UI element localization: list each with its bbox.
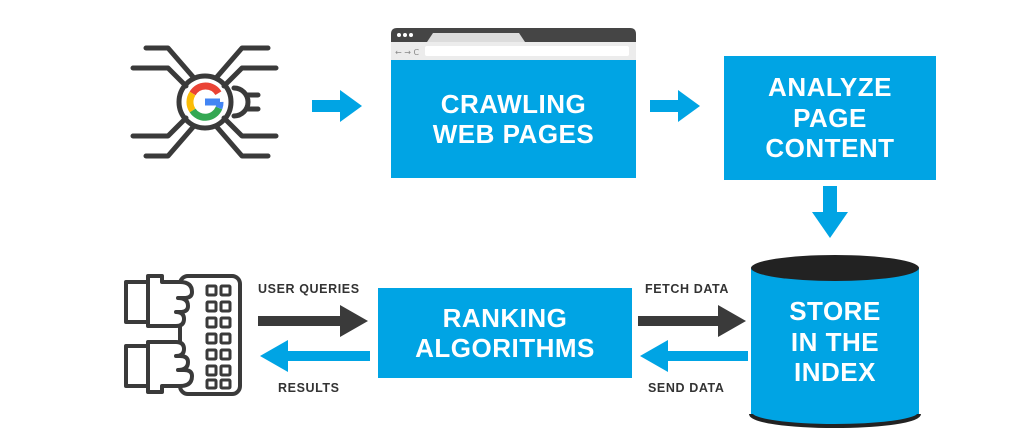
node-label: IN THE (790, 326, 880, 357)
edge-label-user-queries: USER QUERIES (258, 282, 360, 296)
edge-label-send-data: SEND DATA (648, 381, 725, 395)
node-label: INDEX (794, 357, 876, 388)
node-label: PAGE (793, 102, 867, 133)
arrow-right-dark-icon (638, 304, 748, 338)
arrow-down-icon (810, 186, 850, 240)
arrow-right-icon (312, 88, 364, 124)
arrow-right-dark-icon (258, 304, 370, 338)
node-label: STORE (789, 296, 881, 327)
node-ranking-algorithms: RANKING ALGORITHMS (378, 288, 632, 378)
browser-window-icon: ← → C (391, 28, 636, 60)
node-label: CONTENT (765, 133, 895, 164)
node-label: ALGORITHMS (415, 333, 595, 363)
node-store-in-the-index: STORE IN THE INDEX (751, 282, 919, 402)
svg-text:← → C: ← → C (395, 48, 419, 57)
node-crawling-web-pages: CRAWLING WEB PAGES (391, 60, 636, 178)
google-g-icon (183, 80, 227, 124)
node-label: ANALYZE (768, 72, 892, 103)
edge-label-results: RESULTS (278, 381, 340, 395)
hands-keyboard-icon (122, 272, 246, 398)
edge-label-fetch-data: FETCH DATA (645, 282, 729, 296)
arrow-left-icon (638, 339, 748, 373)
node-label: CRAWLING (440, 88, 587, 119)
node-label: WEB PAGES (432, 119, 595, 149)
node-analyze-page-content: ANALYZE PAGE CONTENT (724, 56, 936, 180)
crawler-spider-icon (128, 38, 288, 166)
node-label: RANKING (442, 302, 568, 333)
database-cylinder-icon (735, 252, 935, 432)
arrow-right-icon (650, 88, 702, 124)
arrow-left-icon (258, 339, 370, 373)
